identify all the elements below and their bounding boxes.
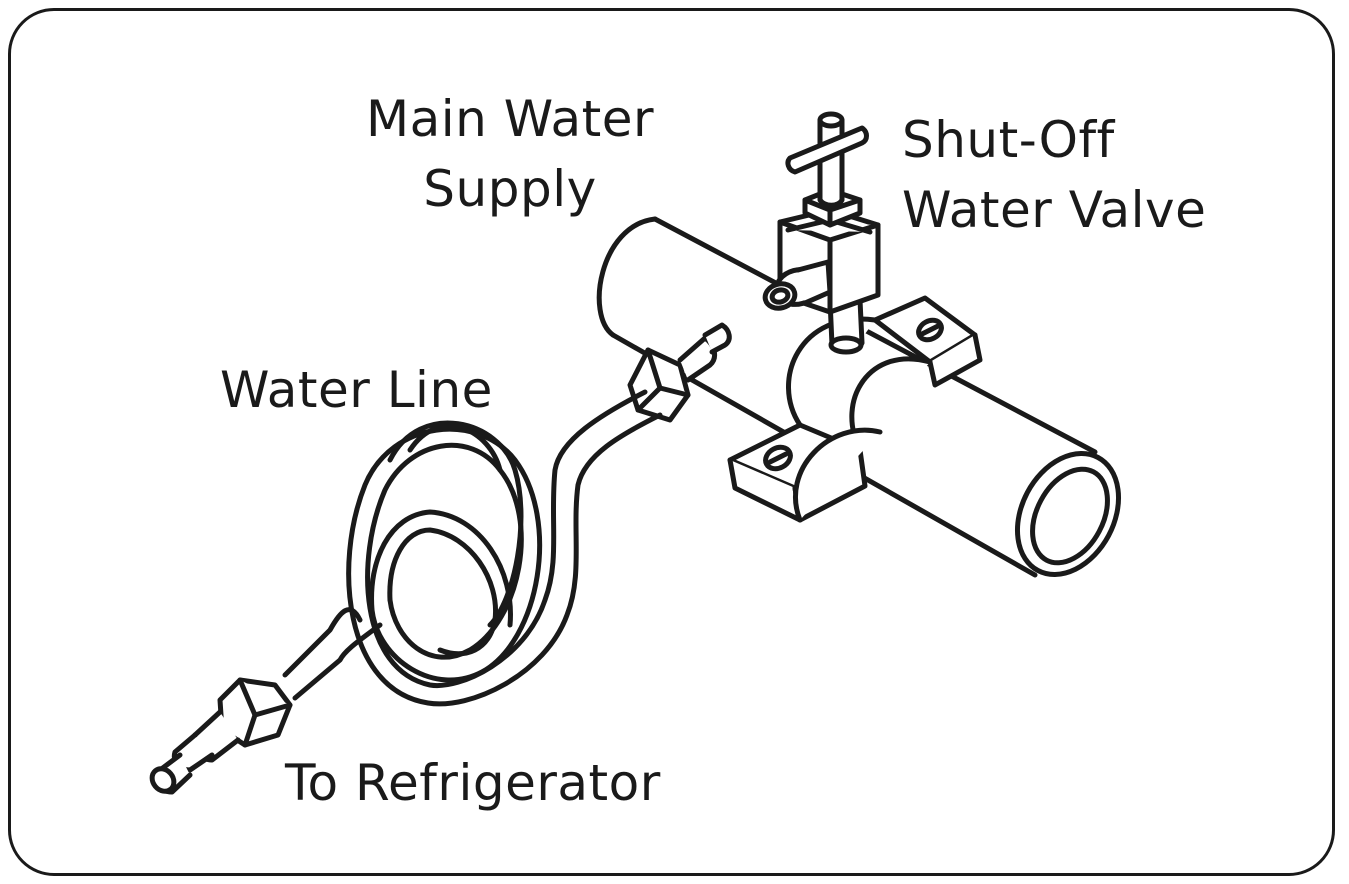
shutoff-valve (762, 111, 881, 355)
label-main-water-supply: Main Water Supply (360, 84, 660, 224)
saddle-clamp (727, 295, 983, 523)
label-main-water-supply-line2: Supply (423, 160, 597, 218)
line-connector (627, 322, 732, 423)
label-main-water-supply-line1: Main Water (365, 90, 655, 148)
label-shutoff-line1: Shut-Off (902, 111, 1115, 169)
water-line-tubing (282, 389, 663, 707)
label-water-line: Water Line (220, 361, 493, 419)
label-shutoff-valve: Shut-Off Water Valve (902, 105, 1262, 245)
label-shutoff-line2: Water Valve (902, 181, 1207, 239)
label-to-refrigerator: To Refrigerator (285, 754, 661, 812)
bottom-fitting (149, 677, 293, 795)
